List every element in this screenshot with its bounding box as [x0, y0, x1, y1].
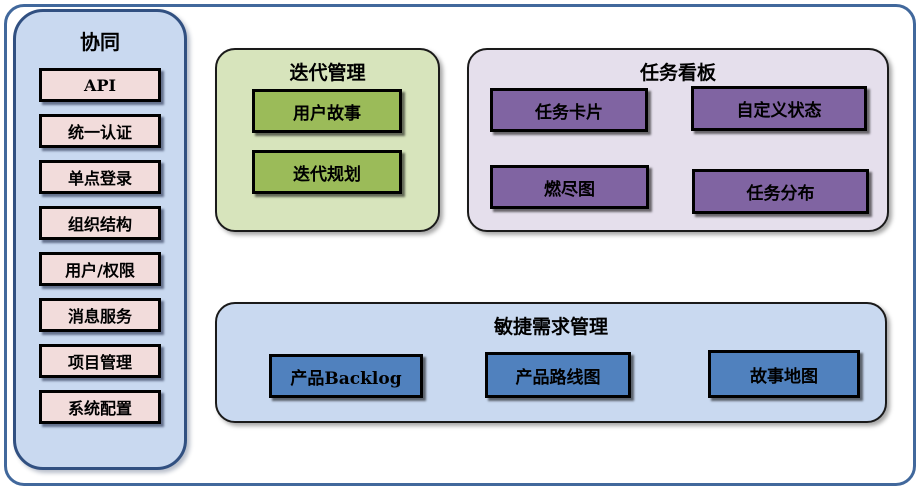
sidebar-item-unified-auth: 统一认证	[39, 114, 161, 148]
panel-task-board-title: 任务看板	[639, 63, 716, 84]
sidebar-collaboration: 协同 API 统一认证 单点登录 组织结构 用户/权限 消息服务 项目管理 系统…	[13, 9, 187, 470]
panel-agile-title: 敏捷需求管理	[493, 317, 608, 338]
box-task-distribution: 任务分布	[692, 169, 869, 214]
sidebar-item-api: API	[39, 68, 161, 102]
box-iteration-planning: 迭代规划	[252, 150, 402, 194]
box-task-card: 任务卡片	[490, 88, 648, 132]
sidebar-item-org-structure: 组织结构	[39, 206, 161, 240]
sidebar-title: 协同	[80, 32, 120, 54]
box-story-map: 故事地图	[708, 350, 860, 398]
sidebar-item-project-management: 项目管理	[39, 344, 161, 378]
box-custom-status: 自定义状态	[691, 86, 867, 131]
sidebar-item-system-config: 系统配置	[39, 390, 161, 424]
sidebar-item-user-permission: 用户/权限	[39, 252, 161, 286]
sidebar-item-sso: 单点登录	[39, 160, 161, 194]
panel-iteration-management: 迭代管理 用户故事 迭代规划	[215, 48, 440, 232]
panel-agile-requirements: 敏捷需求管理 产品Backlog 产品路线图 故事地图	[215, 302, 887, 423]
box-product-backlog: 产品Backlog	[269, 354, 423, 398]
panel-task-board: 任务看板 任务卡片 自定义状态 燃尽图 任务分布	[467, 48, 889, 232]
panel-iteration-title: 迭代管理	[289, 63, 366, 84]
box-product-roadmap: 产品路线图	[485, 352, 631, 398]
box-user-story: 用户故事	[252, 89, 402, 133]
sidebar-item-list: API 统一认证 单点登录 组织结构 用户/权限 消息服务 项目管理 系统配置	[16, 68, 184, 424]
sidebar-item-message-service: 消息服务	[39, 298, 161, 332]
box-burndown-chart: 燃尽图	[490, 165, 649, 209]
